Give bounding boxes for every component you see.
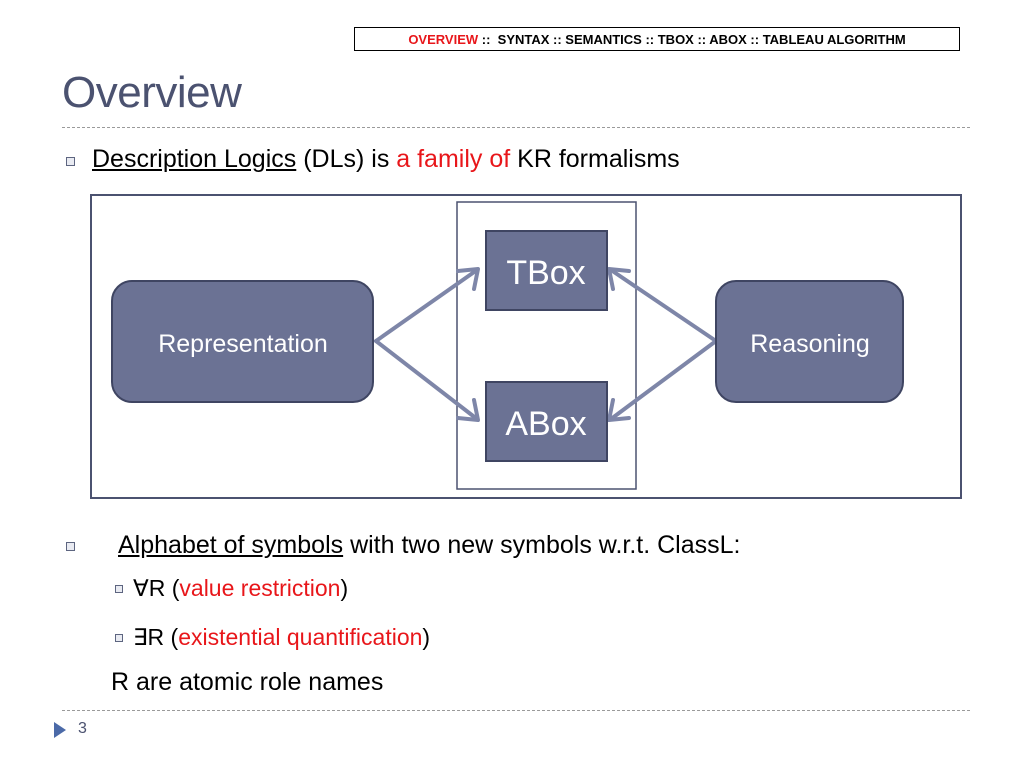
sub-bullet-existential: ∃R (existential quantification) (133, 624, 430, 651)
slide-title: Overview (62, 68, 242, 117)
arrow-rep-to-abox (374, 339, 479, 421)
outer-frame (90, 194, 962, 499)
bullet-description-logics: Description Logics (DLs) is a family of … (92, 145, 680, 174)
tbox-label: TBox (506, 254, 585, 292)
page-number: 3 (78, 720, 87, 737)
nav-overview-active: OVERVIEW (408, 31, 479, 47)
nav-rest: :: SYNTAX :: SEMANTICS :: TBOX :: ABOX :… (478, 31, 906, 47)
arrow-rep-to-tbox (374, 268, 479, 343)
sub1-close: ) (340, 575, 349, 601)
representation-label: Representation (158, 330, 328, 358)
abox-label: ABox (505, 405, 586, 443)
bullet1-highlight: a family of (396, 145, 511, 173)
sub2-symbol: ∃R ( (133, 624, 179, 650)
arrowhead-tbox-left-icon (456, 267, 480, 291)
bullet-alphabet: Alphabet of symbols with two new symbols… (118, 531, 740, 560)
representation-box (111, 280, 374, 403)
bullet2-tail: with two new symbols w.r.t. ClassL: (343, 531, 741, 559)
footer-divider (62, 710, 970, 711)
tbox-box (485, 230, 608, 311)
arrowhead-abox-right-icon (607, 398, 631, 422)
sub2-close: ) (422, 624, 431, 650)
sub-bullet-square-icon (115, 634, 123, 642)
sub-bullet-square-icon (115, 585, 123, 593)
description-logics-link[interactable]: Description Logics (92, 145, 297, 173)
section-breadcrumb: OVERVIEW :: SYNTAX :: SEMANTICS :: TBOX … (354, 27, 960, 51)
alphabet-of-symbols-link[interactable]: Alphabet of symbols (118, 531, 344, 559)
reasoning-box (715, 280, 904, 403)
atomic-role-note: R are atomic role names (111, 668, 384, 696)
arrowhead-tbox-right-icon (607, 267, 631, 291)
sub2-highlight: existential quantification (178, 624, 423, 650)
bullet1-tail: KR formalisms (510, 145, 680, 173)
bullet1-mid: (DLs) is (296, 145, 397, 173)
arrow-reason-to-tbox (609, 268, 718, 343)
abox-box (485, 381, 608, 462)
sub-bullet-value-restriction: ∀R (value restriction) (133, 575, 348, 602)
arrowhead-abox-left-icon (456, 398, 480, 422)
inner-frame (456, 201, 637, 490)
sub1-symbol: ∀R ( (133, 575, 180, 601)
page-arrow-icon (54, 722, 66, 738)
title-divider (62, 127, 970, 128)
arrow-reason-to-abox (609, 339, 718, 421)
arrows (374, 267, 718, 422)
bullet-square-icon (66, 542, 75, 551)
bullet-square-icon (66, 157, 75, 166)
reasoning-label: Reasoning (750, 330, 870, 358)
sub1-highlight: value restriction (179, 575, 341, 601)
